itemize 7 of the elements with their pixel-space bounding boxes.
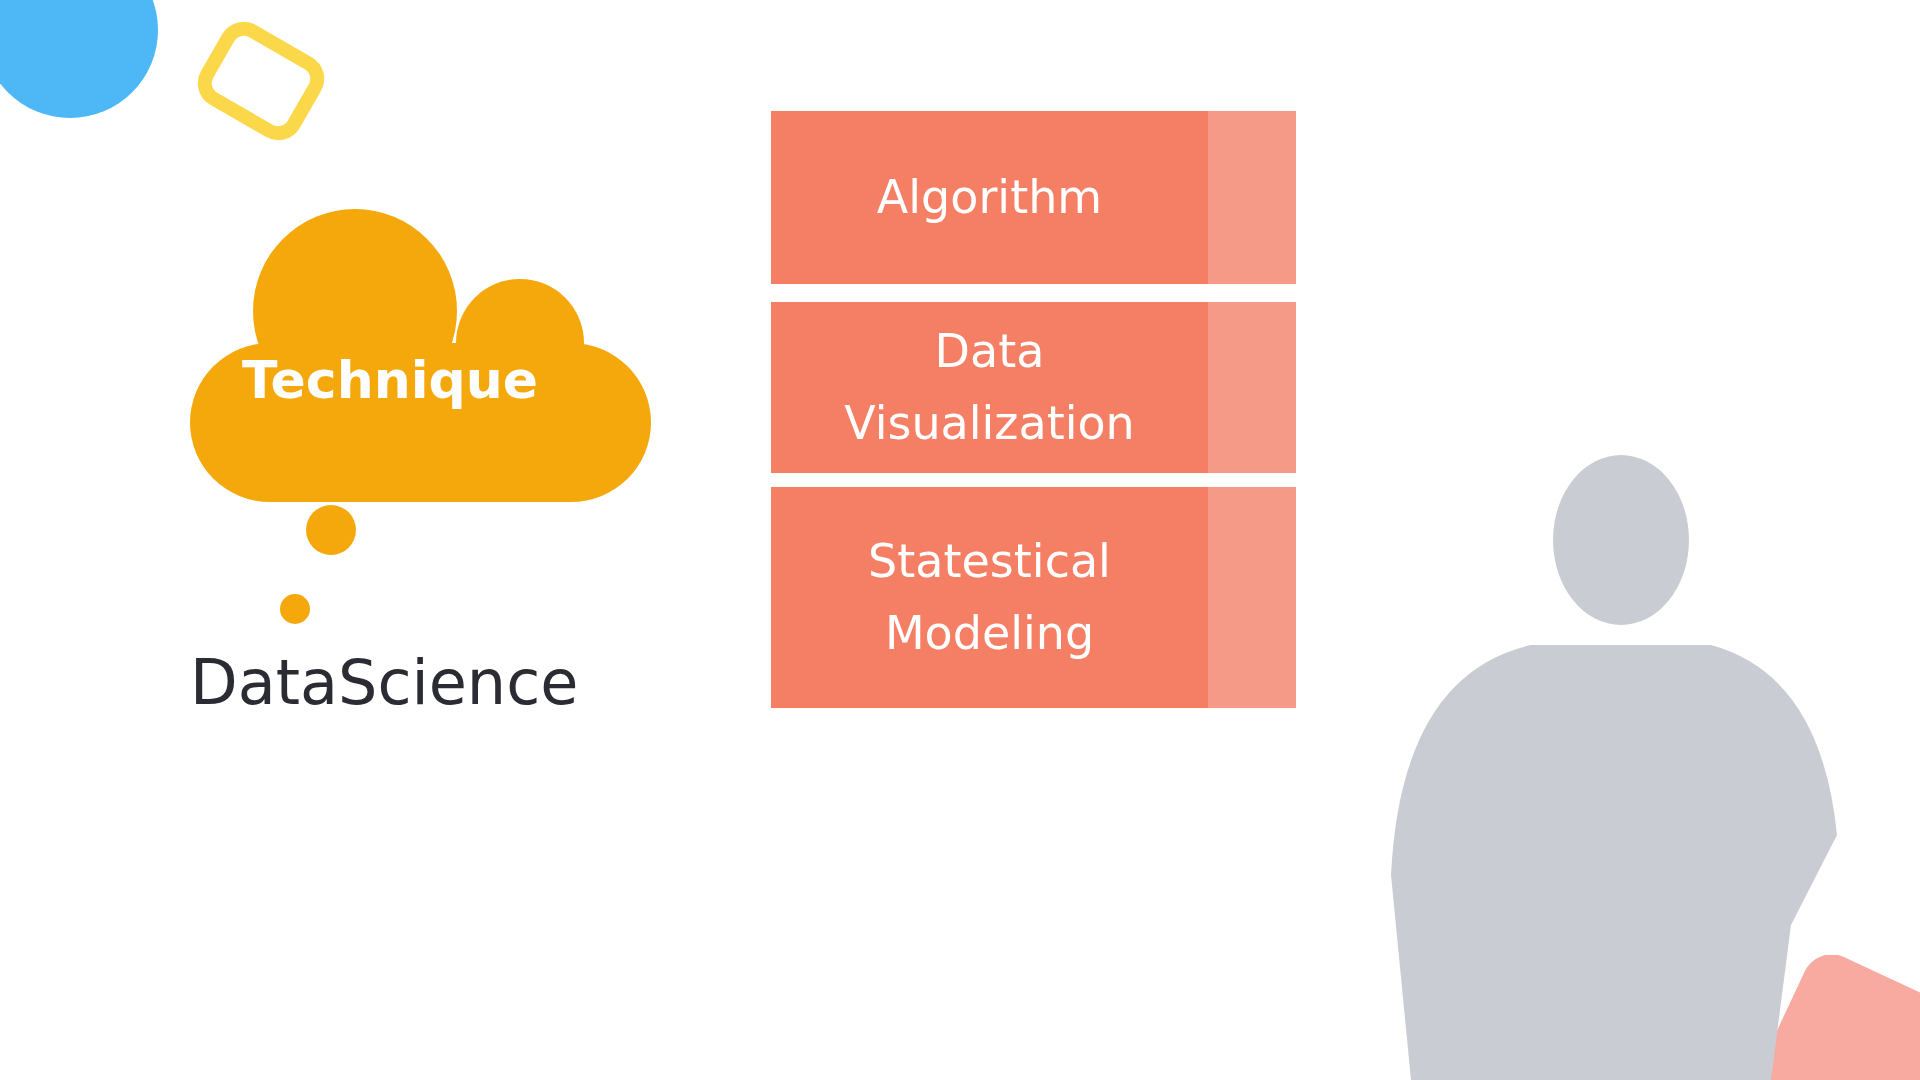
process-box xyxy=(771,487,1296,708)
process-box xyxy=(771,111,1296,284)
heading-text: DataScience xyxy=(190,645,579,721)
box-label: Statestical Modeling xyxy=(867,533,1112,662)
box-label: Data Visualization xyxy=(843,323,1136,452)
process-box xyxy=(771,302,1296,473)
box-label: Algorithm xyxy=(875,168,1104,226)
